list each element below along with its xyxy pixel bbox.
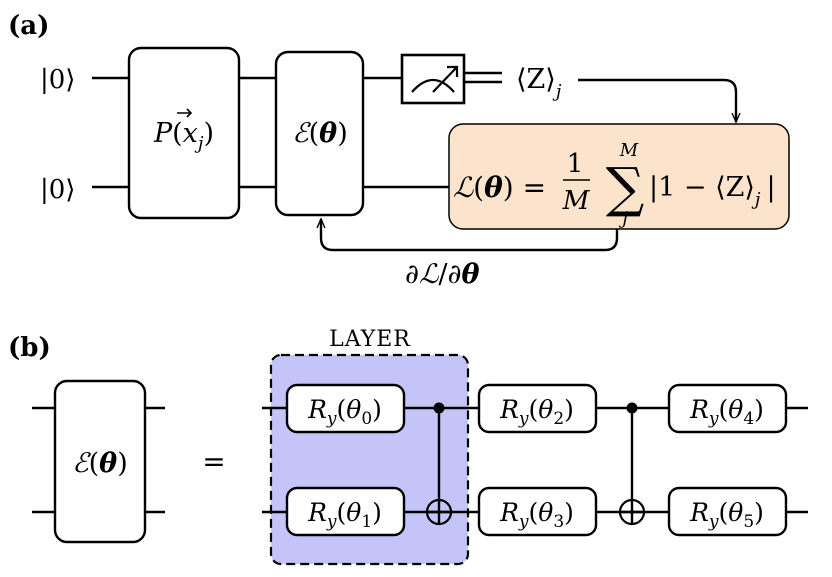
measurement-to-loss-arrow	[578, 78, 741, 124]
svg-text:Ry(θ5): Ry(θ5)	[689, 498, 764, 532]
measurement-output: ⟨Z⟩j	[516, 64, 562, 102]
panel-b-label: (b)	[8, 333, 51, 363]
cnot-2-control	[626, 402, 638, 414]
svg-text:Ry(θ0): Ry(θ0)	[307, 395, 382, 429]
meter-needle-icon	[432, 67, 457, 93]
input-state-bottom: |0⟩	[40, 175, 75, 205]
layer-label: LAYER	[329, 327, 411, 352]
svg-text:Ry(θ4): Ry(θ4)	[689, 395, 764, 429]
variational-gate-b	[53, 379, 147, 544]
meter-needle-tip-icon	[447, 65, 459, 77]
loss-lhs: ℒ(θ) =	[453, 171, 546, 204]
cnot-1-control	[433, 402, 445, 414]
meter-icon	[411, 78, 455, 93]
ry-gate-1: Ry(θ1)	[285, 486, 406, 537]
variational-gate-b-label: ℰ(θ)	[72, 448, 127, 479]
loss-summand: |1 − ⟨Z⟩j|	[649, 172, 776, 210]
panel-a-label: (a)	[8, 11, 49, 41]
ry-gate-4: Ry(θ4)	[667, 383, 788, 434]
fraction-numerator: 1	[567, 149, 584, 179]
equals-sign: =	[202, 445, 225, 478]
svg-text:Ry(θ3): Ry(θ3)	[499, 498, 574, 532]
input-state-top: |0⟩	[40, 65, 75, 95]
encoding-gate-label: P(xj)	[153, 118, 214, 154]
fraction-denominator: M	[562, 186, 591, 216]
svg-text:Ry(θ2): Ry(θ2)	[499, 395, 574, 429]
ry-gate-2: Ry(θ2)	[477, 383, 598, 434]
loss-function-box	[448, 123, 790, 230]
gradient-label: ∂ℒ/∂θ	[405, 259, 480, 290]
sum-lower-limit: j	[618, 208, 628, 229]
variational-gate-label: ℰ(θ)	[292, 118, 347, 149]
ry-gate-5: Ry(θ5)	[667, 486, 788, 537]
encoding-gate	[127, 46, 241, 220]
variational-gate	[274, 50, 365, 217]
gradient-feedback-arrow	[316, 217, 619, 252]
svg-text:Ry(θ1): Ry(θ1)	[307, 498, 382, 532]
ry-gate-3: Ry(θ3)	[477, 486, 598, 537]
sum-symbol: ∑	[606, 156, 645, 219]
sum-upper-limit: M	[619, 140, 639, 161]
ry-gate-0: Ry(θ0)	[285, 383, 406, 434]
vector-arrow-icon	[177, 108, 193, 118]
